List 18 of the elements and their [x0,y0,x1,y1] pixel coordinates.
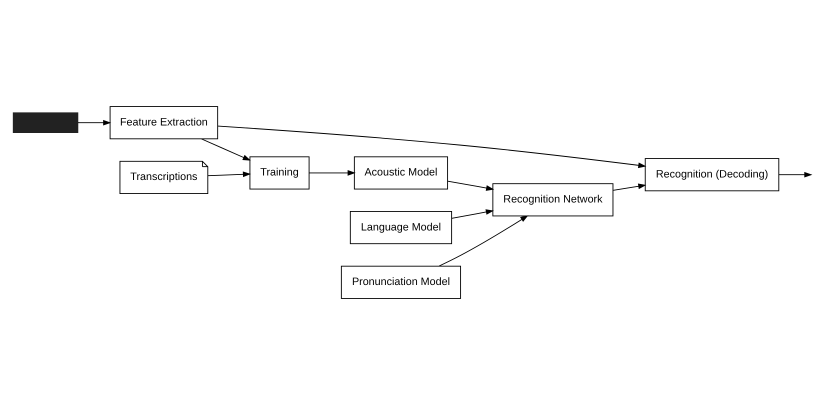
arrow [451,208,494,218]
arrow [200,138,251,160]
node-box: Acoustic Model [354,156,448,189]
arrow [308,170,356,176]
node-box: Pronunciation Model [340,265,462,298]
arrow [447,180,494,190]
node-box: Recognition Network [492,182,614,216]
arrow [612,183,646,190]
node-box: Feature Extraction [110,106,218,139]
arrow [217,125,646,168]
node-bar [12,112,78,133]
arrow [438,214,528,266]
node-box: Training [249,156,310,189]
node-box: Recognition (Decoding) [644,158,780,191]
arrow [78,119,112,126]
node-box: Language Model [350,210,452,244]
arrow [778,171,812,178]
arrow [207,171,251,177]
